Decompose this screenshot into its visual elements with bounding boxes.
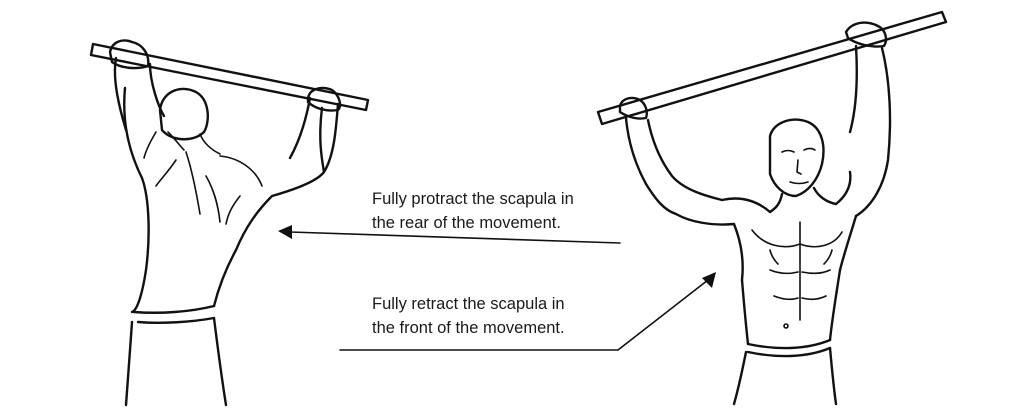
retract-arrowhead	[702, 272, 716, 288]
left-figure-arm-b	[288, 96, 340, 174]
left-back-outline	[123, 86, 326, 314]
right-waistband	[746, 338, 832, 358]
right-torso-sides	[740, 268, 842, 346]
protract-caption: Fully protract the scapula in the rear o…	[372, 187, 574, 235]
right-shoulders	[720, 170, 852, 214]
protract-arrowhead	[278, 225, 292, 239]
right-figure-arm-a	[624, 116, 724, 216]
retract-caption-line-1: Fully retract the scapula in	[372, 295, 565, 313]
protract-caption-line-1: Fully protract the scapula in	[372, 190, 574, 208]
right-face	[781, 147, 816, 185]
left-hand-b	[306, 86, 342, 112]
front-view-figure	[596, 10, 948, 406]
protract-caption-line-2: the rear of the movement.	[372, 214, 561, 232]
right-hand-a	[618, 96, 648, 120]
right-pullup-bar	[596, 10, 948, 126]
left-head	[158, 87, 209, 141]
right-neck	[768, 186, 838, 214]
right-figure-arm-b	[848, 44, 892, 218]
retract-caption: Fully retract the scapula in the front o…	[372, 292, 565, 340]
right-hand-b	[844, 21, 888, 48]
leader-lines	[278, 225, 716, 351]
retract-leader-line	[339, 279, 709, 351]
retract-caption-line-2: the front of the movement.	[372, 319, 565, 337]
right-navel	[783, 323, 789, 329]
left-back-muscles	[155, 151, 263, 225]
left-pullup-bar	[89, 42, 370, 112]
left-waistband	[132, 304, 216, 324]
left-neck-traps	[143, 131, 221, 159]
right-figure-lats	[674, 212, 858, 282]
left-hand-a	[108, 39, 150, 70]
right-chest	[751, 221, 843, 321]
right-hips	[732, 346, 838, 406]
rear-view-figure	[89, 39, 370, 407]
protract-leader-line	[289, 231, 621, 244]
left-hips	[124, 316, 228, 407]
right-head	[768, 118, 825, 198]
